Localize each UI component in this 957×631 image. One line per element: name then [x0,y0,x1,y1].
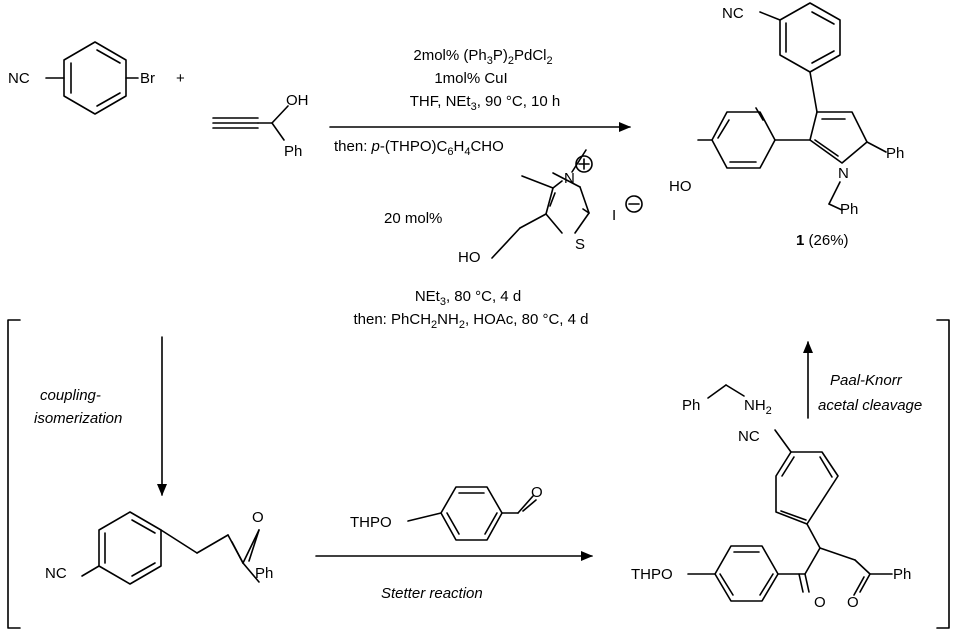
phenyl-label: Ph [284,143,302,160]
catalyst-loading: 20 mol% [384,210,442,227]
paal-knorr-label-2: acetal cleavage [818,397,922,414]
condition-pd-catalyst: 2mol% (Ph3P)2PdCl2 [413,47,552,67]
plus-sign: + [176,70,185,87]
benzylamine-structure: Ph NH2 [682,384,772,417]
aldehyde-o-label: O [531,484,543,501]
condition-aldehyde-addition: then: p-(THPO)C6H4CHO [334,138,504,158]
catalyst-conditions-1: NEt3, 80 °C, 4 d [415,288,521,308]
nitrile-label: NC [8,70,30,87]
product-ph-label: Ph [886,145,904,162]
aryl-bromide-structure: NC Br [8,41,155,115]
product-label: 1 (26%) [796,232,849,249]
left-bracket [7,319,21,629]
diketone-nc-label: NC [738,428,760,445]
diketone-ph-label: Ph [893,566,911,583]
stetter-label: Stetter reaction [381,585,483,602]
aldehyde-thpo-label: THPO [350,514,392,531]
product-bn-label: Ph [840,201,858,218]
condition-cu: 1mol% CuI [434,70,507,87]
thiazolium-catalyst-structure: N S HO I [458,149,643,266]
hydroxyl-label: OH [286,92,309,109]
diketone-o1-label: O [814,594,826,611]
counter-ion-label: I [612,207,616,224]
pyrrole-product-structure: NC N Ph Ph HO [669,2,904,218]
catalyst-ho-label: HO [458,249,481,266]
aldehyde-structure: THPO O [350,484,543,541]
chalcone-nc-label: NC [45,565,67,582]
chalcone-structure: NC O Ph [45,509,273,585]
catalyst-conditions-2: then: PhCH2NH2, HOAc, 80 °C, 4 d [353,311,588,331]
propargyl-alcohol-structure: OH Ph [212,92,309,160]
positive-charge-icon [575,155,593,173]
thiazolium-s-label: S [575,236,585,253]
benzylamine-nh2-label: NH2 [744,397,772,417]
coupling-label-2: isomerization [34,410,122,427]
diketone-structure: THPO O O Ph NC [631,428,911,611]
product-ho-label: HO [669,178,692,195]
thiazolium-n-label: N [564,170,575,187]
diketone-thpo-label: THPO [631,566,673,583]
chalcone-ph-label: Ph [255,565,273,582]
paal-knorr-label-1: Paal-Knorr [830,372,903,389]
coupling-label-1: coupling- [40,387,101,404]
chalcone-o-label: O [252,509,264,526]
right-bracket [936,319,950,629]
negative-charge-icon [625,195,643,213]
benzylamine-ph-label: Ph [682,397,700,414]
bromo-label: Br [140,70,155,87]
diketone-o2-label: O [847,594,859,611]
product-nc-label: NC [722,5,744,22]
condition-solvent: THF, NEt3, 90 °C, 10 h [410,93,561,113]
product-n-label: N [838,165,849,182]
